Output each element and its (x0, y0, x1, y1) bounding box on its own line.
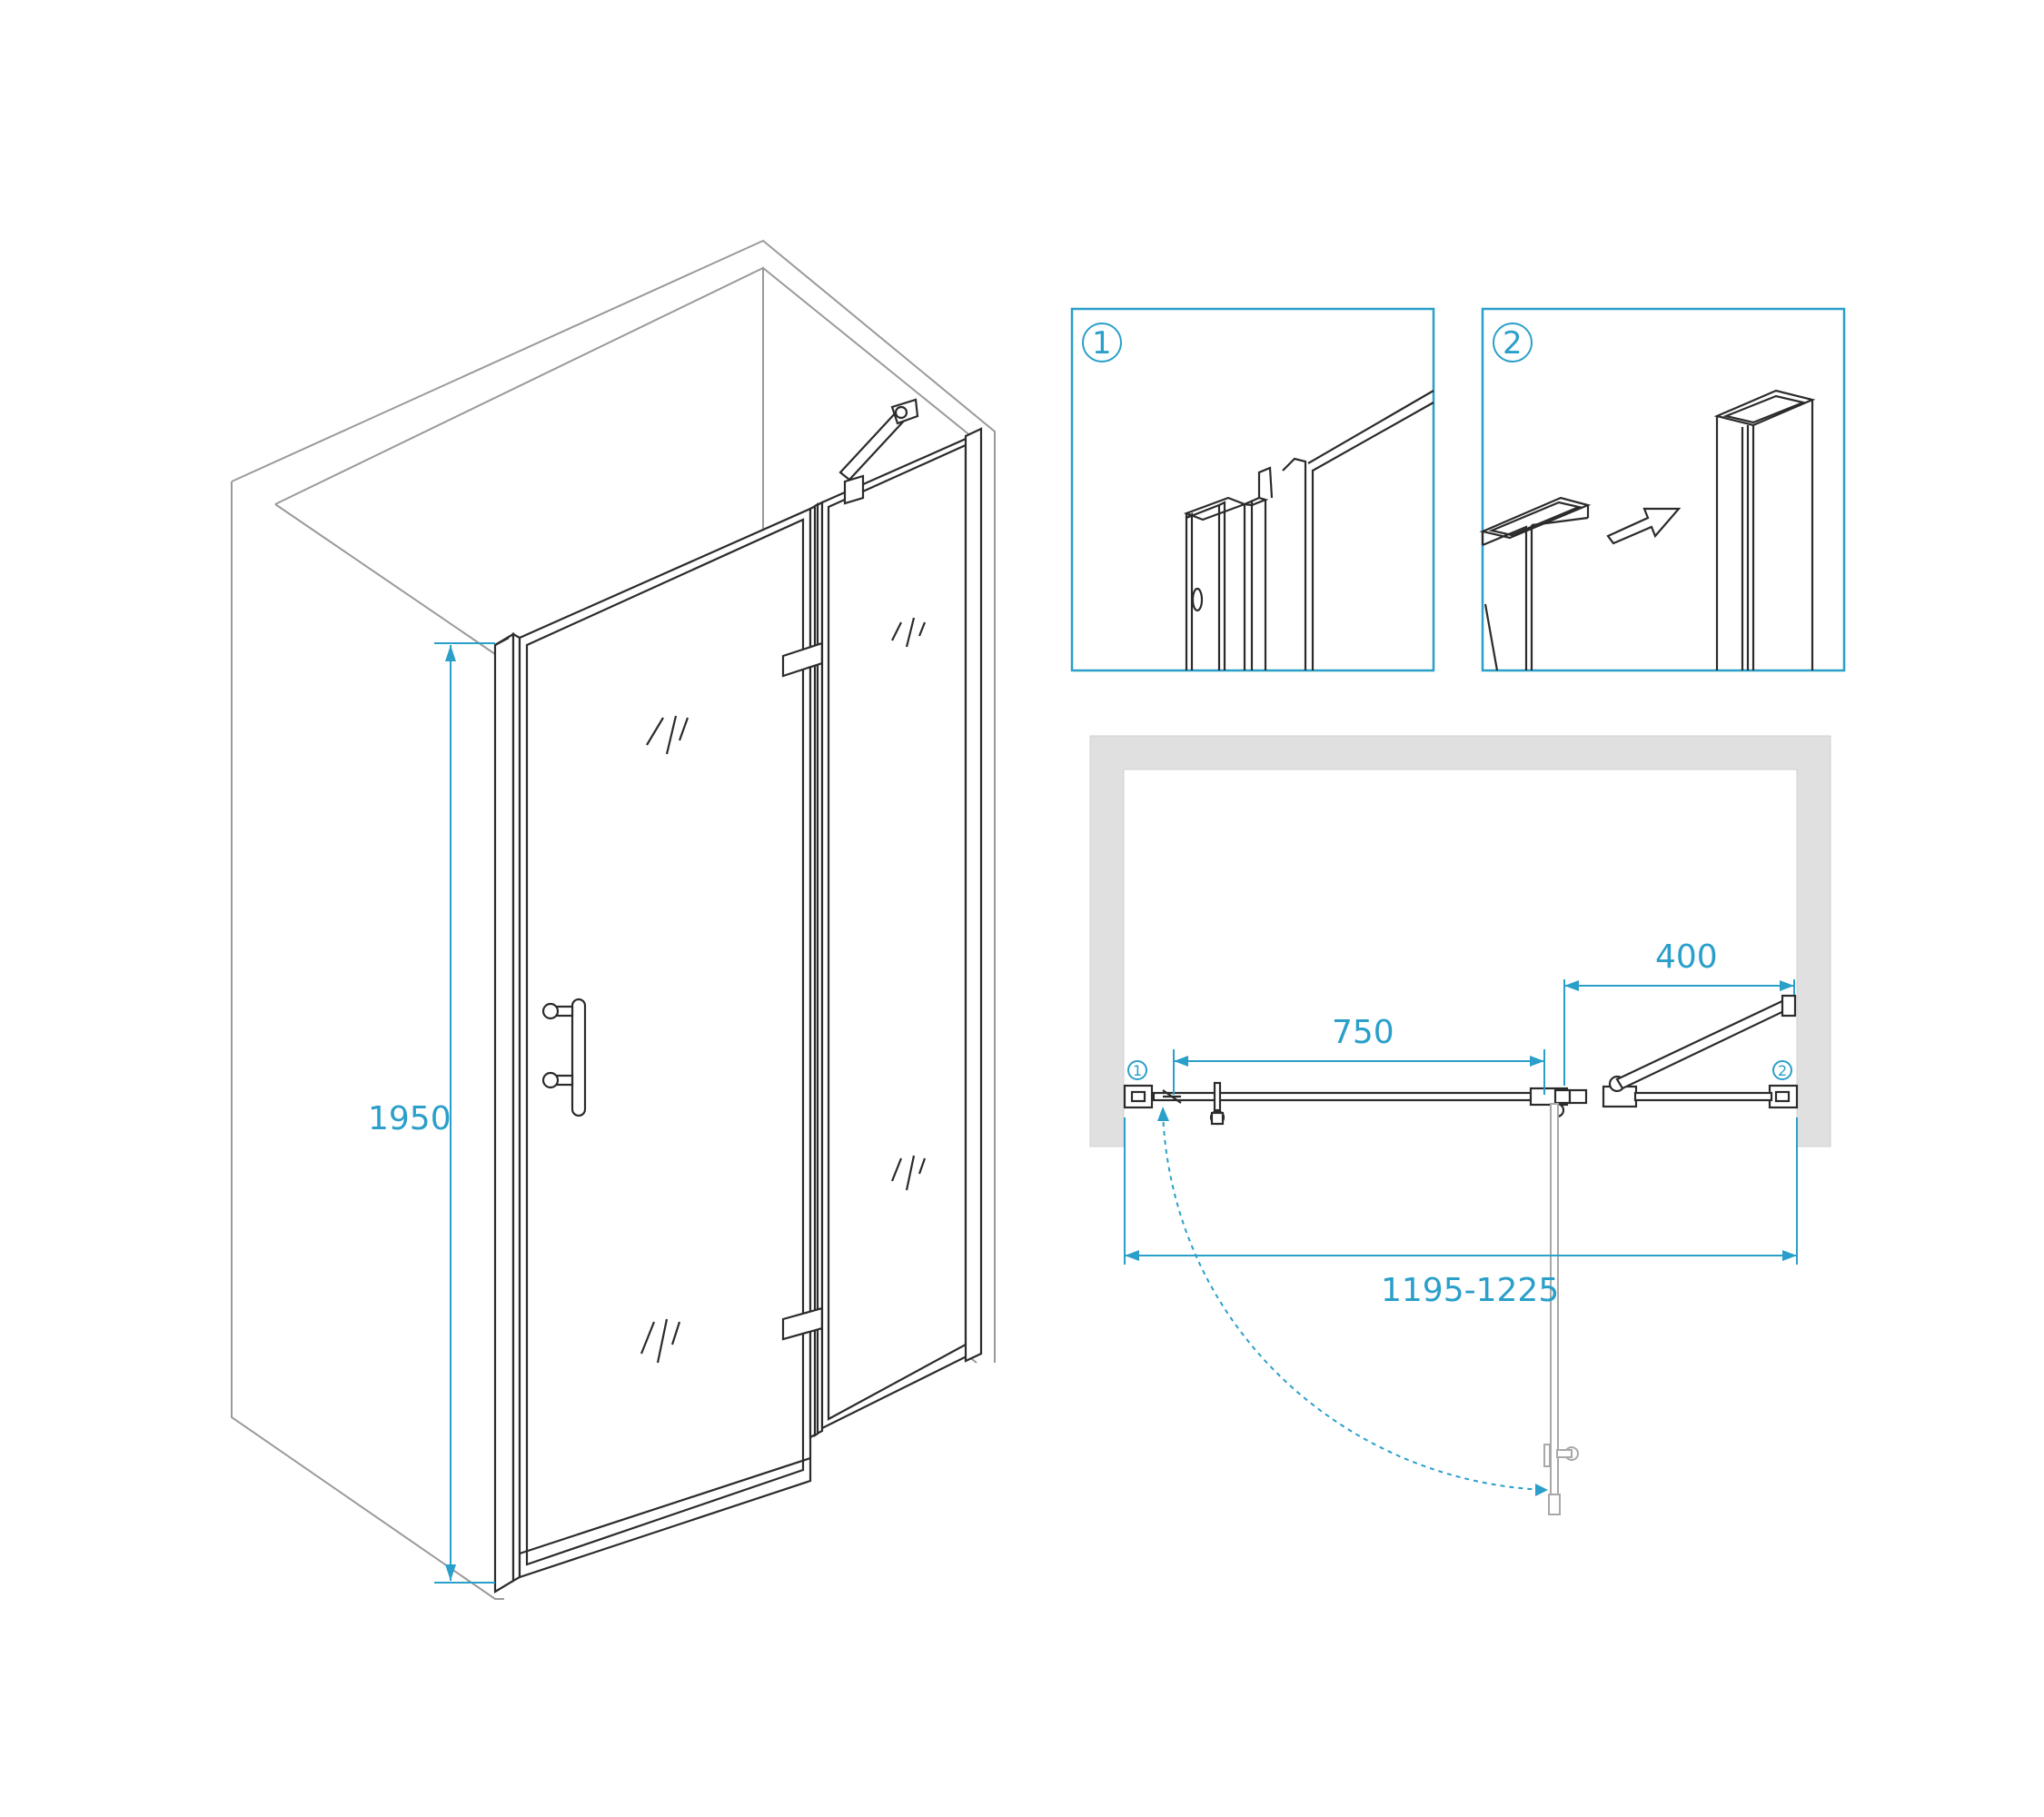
wall-channel-1 (1123, 1084, 1154, 1109)
marker-2: 2 (1772, 1060, 1792, 1080)
detail-2-badge (1493, 323, 1533, 362)
detail-2-frame (1481, 307, 1846, 672)
detail-2: 2 (1479, 307, 1846, 672)
isometric-view: 1950 (231, 239, 996, 1600)
dimension-750 (1173, 1049, 1545, 1095)
plan-view: 1 2 750 400 (1089, 735, 1831, 1515)
dimension-750-label: 750 (1332, 1014, 1394, 1051)
arrow-icon (1606, 507, 1682, 545)
detail-2-badge-number: 2 (1503, 325, 1523, 362)
plan-fixed-panel (1633, 1091, 1773, 1102)
profile-channel (1183, 390, 1434, 670)
dimension-total (1124, 1117, 1798, 1265)
detail-1-badge (1082, 323, 1122, 362)
marker-1: 1 (1127, 1060, 1147, 1080)
marker-1-number: 1 (1133, 1062, 1142, 1079)
dimension-400 (1563, 979, 1795, 1086)
dimension-total-label: 1195-1225 (1381, 1272, 1559, 1309)
plan-door-open (1543, 1103, 1579, 1515)
detail-1-badge-number: 1 (1092, 325, 1112, 362)
wall-channel-2 (1768, 1084, 1799, 1109)
glass-reflection-marks-fixed (890, 617, 927, 1191)
plan-door-panel (1152, 1081, 1555, 1126)
glass-reflection-marks (640, 715, 690, 1364)
hinge-profile (809, 501, 824, 1439)
plan-walls (1089, 735, 1831, 1147)
plan-stabilizer (1615, 994, 1797, 1090)
wall-profile-left (493, 632, 521, 1594)
swing-door-panel (518, 507, 812, 1579)
height-label: 1950 (368, 1100, 451, 1137)
marker-2-number: 2 (1778, 1062, 1787, 1079)
door-swing-arc (1157, 1107, 1548, 1496)
fixed-panel (820, 427, 983, 1430)
door-handle (541, 998, 587, 1117)
profile-short (1479, 496, 1592, 671)
dimension-400-label: 400 (1655, 938, 1718, 976)
stabilizer-bar (838, 398, 919, 505)
detail-1: 1 (1070, 307, 1435, 672)
height-dimension (434, 642, 495, 1584)
profile-tall (1713, 389, 1816, 670)
